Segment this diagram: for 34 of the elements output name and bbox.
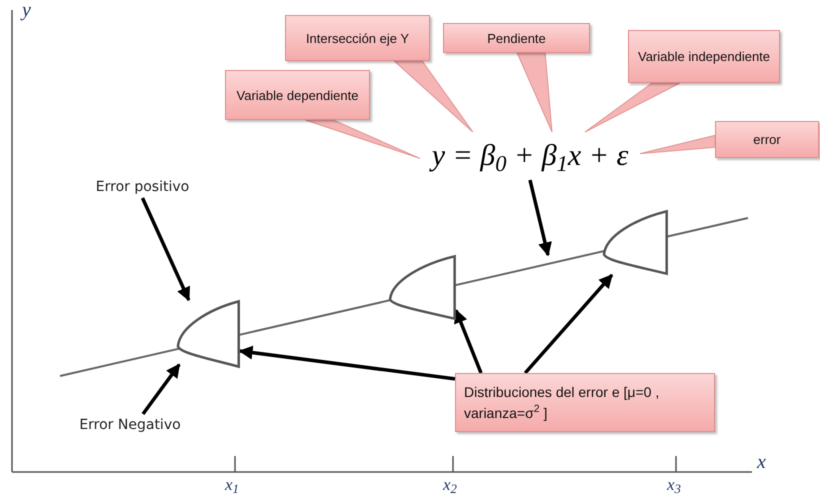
arrow [454,308,483,374]
callout-box [285,15,430,61]
note-box [455,373,715,432]
axis-label: y [22,0,31,20]
callout-tail [392,60,474,132]
callout-box [715,121,819,158]
callout-tail [584,82,680,132]
error-distribution-drawing [602,210,668,275]
callout-text: error [753,131,781,148]
regression-equation: y = β$_{0}$ + β$_{1}$x + ε [432,141,628,171]
callout-box [225,70,370,120]
annotation-text: Error positivo [96,178,190,196]
arrow [142,363,181,416]
arrow [140,197,190,302]
callout-tail [516,52,552,132]
tick-label: x$_{1}$ [225,476,239,493]
annotation-text: Error Negativo [79,416,181,434]
arrow [524,274,614,374]
axis-label: x [757,452,766,472]
arrow [528,180,552,256]
callout-tail [304,120,420,159]
callout-tail [640,134,716,154]
callout-text: Variable independiente [638,48,770,65]
callout-text: Intersección eje Y [306,30,410,46]
error-distribution-drawing [176,300,240,368]
tick-label: x$_{2}$ [443,476,457,493]
callout-box [443,23,590,53]
tick-label: x$_{3}$ [667,476,681,493]
callout-box [628,30,780,83]
callout-text: Pendiente [487,30,546,46]
arrow [238,346,456,381]
error-distribution-drawing [388,255,456,320]
callout-text: Variable dependiente [236,86,358,104]
note-text: Distribuciones del error e [μ=0 , varianza=σ$^{2}$ ] [464,382,660,423]
